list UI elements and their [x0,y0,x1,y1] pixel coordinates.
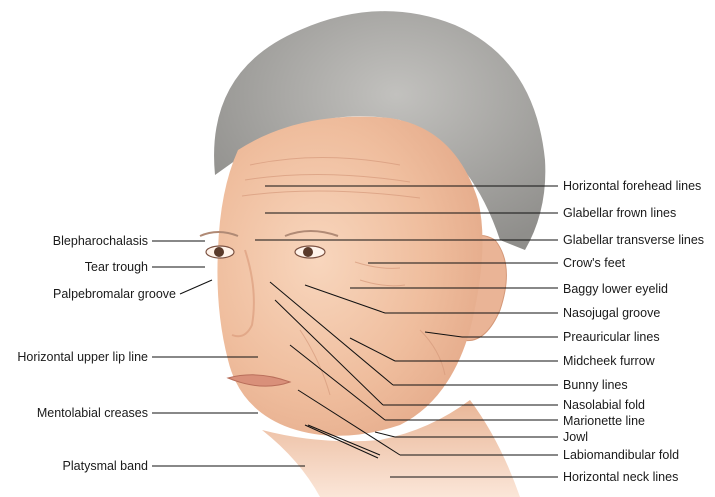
label-platysmal-band: Platysmal band [63,459,148,473]
label-horizontal-upper-lip-line: Horizontal upper lip line [17,350,148,364]
iris-right [303,247,313,257]
label-horizontal-neck-lines: Horizontal neck lines [563,470,678,484]
iris-left [214,247,224,257]
label-palpebromalar-groove: Palpebromalar groove [53,287,176,301]
label-tear-trough: Tear trough [85,260,148,274]
label-labiomandibular-fold: Labiomandibular fold [563,448,679,462]
label-crows-feet: Crow's feet [563,256,625,270]
label-mentolabial-creases: Mentolabial creases [37,406,148,420]
label-baggy-lower-eyelid: Baggy lower eyelid [563,282,668,296]
face-skin [217,117,482,436]
label-glabellar-transverse-lines: Glabellar transverse lines [563,233,704,247]
label-blepharochalasis: Blepharochalasis [53,234,148,248]
label-nasolabial-fold: Nasolabial fold [563,398,645,412]
label-midcheek-furrow: Midcheek furrow [563,354,655,368]
label-marionette-line: Marionette line [563,414,645,428]
label-nasojugal-groove: Nasojugal groove [563,306,660,320]
label-glabellar-frown-lines: Glabellar frown lines [563,206,676,220]
label-preauricular-lines: Preauricular lines [563,330,660,344]
label-jowl: Jowl [563,430,588,444]
label-bunny-lines: Bunny lines [563,378,628,392]
label-horizontal-forehead-lines: Horizontal forehead lines [563,179,701,193]
